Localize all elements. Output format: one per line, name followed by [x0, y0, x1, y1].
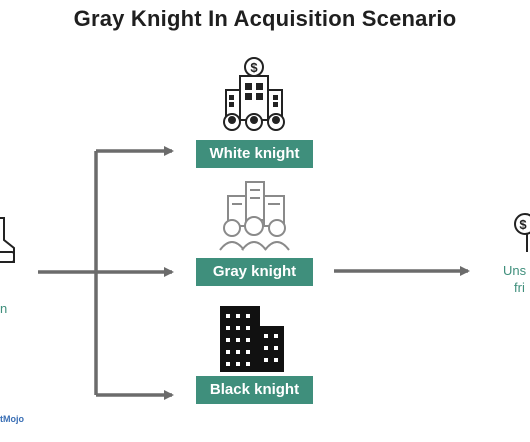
dollar-sign-icon: $ [514, 213, 530, 252]
corporate-buildings-with-dollar-sign-icon: $ [223, 57, 285, 131]
svg-text:$: $ [519, 217, 527, 232]
gray-knight-box: Gray knight [196, 258, 313, 286]
right-fragment-label: Uns fri [503, 262, 526, 296]
connector-lines [38, 146, 470, 400]
right-fragment-line2: fri [514, 280, 525, 295]
black-skyscraper-icon [220, 306, 284, 372]
brand-watermark: tMojo [0, 414, 24, 424]
person-at-desk-icon [0, 217, 15, 263]
right-fragment-line1: Uns [503, 263, 527, 278]
black-knight-box: Black knight [196, 376, 313, 404]
gray-buildings-with-people-icon [219, 181, 290, 251]
white-knight-box: White knight [196, 140, 313, 168]
svg-text:$: $ [250, 60, 258, 75]
white-knight-label: White knight [209, 145, 300, 162]
black-knight-label: Black knight [209, 381, 300, 398]
gray-knight-label: Gray knight [212, 263, 297, 280]
left-fragment-label: n [0, 301, 8, 316]
diagram-title: Gray Knight In Acquisition Scenario [73, 6, 457, 31]
